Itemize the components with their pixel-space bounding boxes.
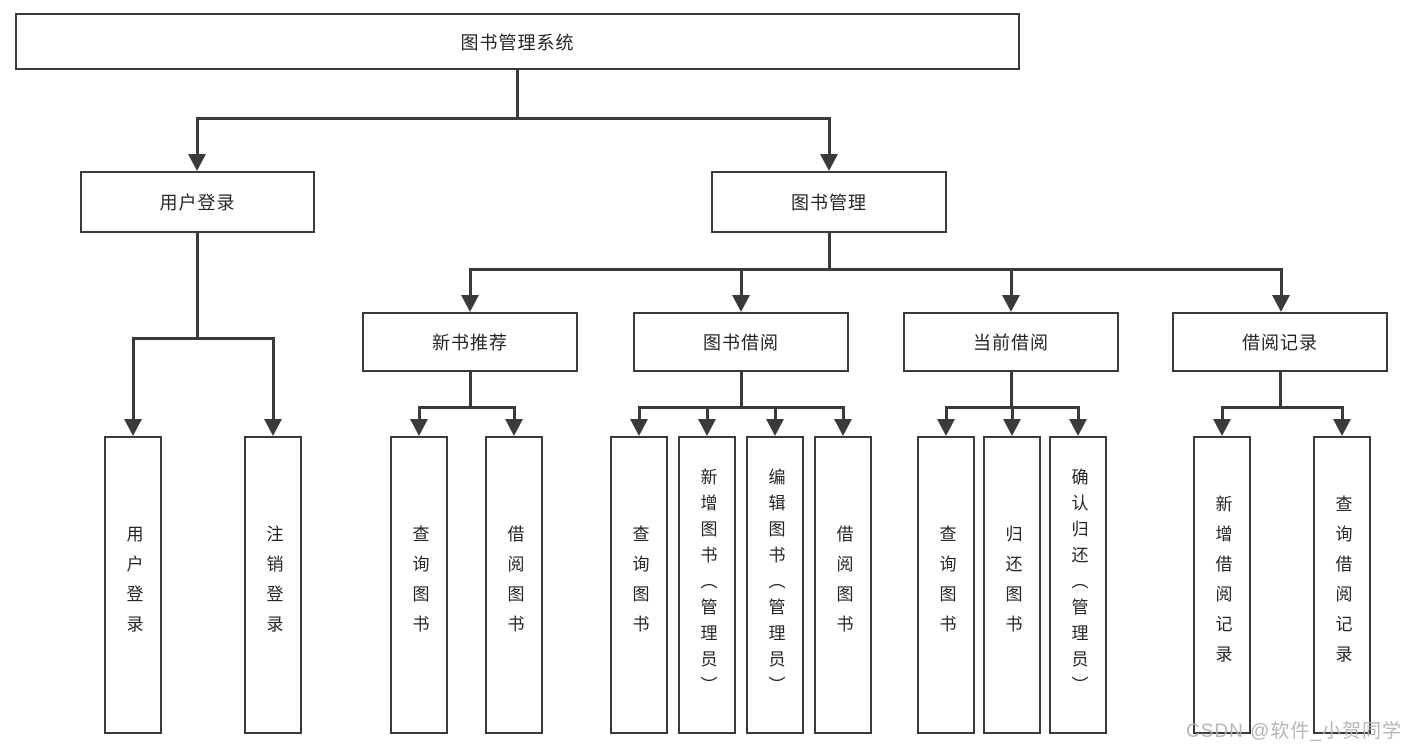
- leaf-nbr-borrow-books: 借阅图书: [485, 436, 543, 734]
- node-root-label: 图书管理系统: [460, 32, 575, 53]
- node-book-management-label: 图书管理: [791, 193, 867, 213]
- node-root: 图书管理系统: [15, 13, 1020, 70]
- leaf-bb-edit-books-admin-label: 编辑图书（管理员）: [765, 468, 785, 702]
- arrow-down-icon: [1333, 419, 1351, 436]
- arrow-down-icon: [1069, 419, 1087, 436]
- connector-bookmgmt-branch: [469, 268, 1283, 271]
- arrow-down-icon: [1003, 419, 1021, 436]
- leaf-cb-confirm-return-admin: 确认归还（管理员）: [1049, 436, 1107, 734]
- leaf-bb-add-books-admin: 新增图书（管理员）: [678, 436, 736, 734]
- arrow-down-icon: [766, 419, 784, 436]
- leaf-bb-borrow-books: 借阅图书: [814, 436, 872, 734]
- node-user-login-label: 用户登录: [159, 193, 236, 213]
- connector-arrow-stem: [1280, 268, 1283, 296]
- arrow-down-icon: [820, 154, 838, 171]
- connector-nbr-stem: [469, 372, 472, 406]
- arrow-down-icon: [1002, 295, 1020, 312]
- leaf-br-add-record-label: 新增借阅记录: [1212, 495, 1232, 675]
- connector-arrow-stem: [638, 406, 641, 420]
- connector-nbr-branch: [418, 406, 516, 409]
- node-borrowing-records-label: 借阅记录: [1242, 333, 1318, 353]
- connector-arrow-stem: [740, 268, 743, 296]
- connector-arrow-stem: [706, 406, 709, 420]
- arrow-down-icon: [630, 419, 648, 436]
- node-user-login: 用户登录: [80, 171, 315, 233]
- leaf-bb-add-books-admin-label: 新增图书（管理员）: [697, 468, 717, 702]
- connector-arrow-stem: [1010, 268, 1013, 296]
- leaf-logout: 注销登录: [244, 436, 302, 734]
- leaf-br-query-record-label: 查询借阅记录: [1332, 495, 1352, 675]
- connector-arrow-stem: [196, 117, 199, 155]
- connector-root-branch: [196, 117, 830, 120]
- leaf-bb-query-books-label: 查询图书: [629, 525, 649, 645]
- connector-arrow-stem: [272, 337, 275, 420]
- connector-userlogin-branch: [132, 337, 275, 340]
- leaf-logout-label: 注销登录: [263, 525, 283, 645]
- leaf-cb-query-books-label: 查询图书: [936, 525, 956, 645]
- connector-bb-branch: [638, 406, 845, 409]
- connector-arrow-stem: [1077, 406, 1080, 420]
- leaf-bb-edit-books-admin: 编辑图书（管理员）: [746, 436, 804, 734]
- node-new-book-recommend-label: 新书推荐: [432, 333, 508, 353]
- connector-arrow-stem: [469, 268, 472, 296]
- arrow-down-icon: [124, 419, 142, 436]
- leaf-nbr-query-books-label: 查询图书: [409, 525, 429, 645]
- leaf-br-add-record: 新增借阅记录: [1193, 436, 1251, 734]
- leaf-cb-confirm-return-admin-label: 确认归还（管理员）: [1068, 468, 1088, 702]
- leaf-cb-query-books: 查询图书: [917, 436, 975, 734]
- node-new-book-recommend: 新书推荐: [362, 312, 578, 372]
- csdn-watermark: CSDN @软件_小贺同学: [1186, 721, 1402, 742]
- leaf-bb-borrow-books-label: 借阅图书: [833, 525, 853, 645]
- arrow-down-icon: [834, 419, 852, 436]
- leaf-br-query-record: 查询借阅记录: [1313, 436, 1371, 734]
- connector-bookmgmt-stem: [828, 233, 831, 268]
- node-current-borrowing-label: 当前借阅: [973, 333, 1049, 353]
- arrow-down-icon: [937, 419, 955, 436]
- leaf-nbr-borrow-books-label: 借阅图书: [504, 525, 524, 645]
- leaf-nbr-query-books: 查询图书: [390, 436, 448, 734]
- connector-arrow-stem: [418, 406, 421, 420]
- leaf-bb-query-books: 查询图书: [610, 436, 668, 734]
- connector-root-stem: [516, 70, 519, 117]
- leaf-cb-return-books: 归还图书: [983, 436, 1041, 734]
- connector-arrow-stem: [132, 337, 135, 420]
- arrow-down-icon: [410, 419, 428, 436]
- arrow-down-icon: [732, 295, 750, 312]
- arrow-down-icon: [1272, 295, 1290, 312]
- connector-arrow-stem: [513, 406, 516, 420]
- arrow-down-icon: [264, 419, 282, 436]
- arrow-down-icon: [461, 295, 479, 312]
- arrow-down-icon: [188, 154, 206, 171]
- connector-arrow-stem: [1011, 406, 1014, 420]
- connector-cb-stem: [1010, 372, 1013, 406]
- connector-arrow-stem: [945, 406, 948, 420]
- arrow-down-icon: [1213, 419, 1231, 436]
- connector-userlogin-stem: [196, 233, 199, 337]
- connector-br-branch: [1221, 406, 1344, 409]
- arrow-down-icon: [505, 419, 523, 436]
- node-current-borrowing: 当前借阅: [903, 312, 1119, 372]
- connector-arrow-stem: [842, 406, 845, 420]
- node-borrowing-records: 借阅记录: [1172, 312, 1388, 372]
- node-book-borrowing: 图书借阅: [633, 312, 849, 372]
- arrow-down-icon: [698, 419, 716, 436]
- connector-arrow-stem: [1221, 406, 1224, 420]
- connector-arrow-stem: [828, 117, 831, 155]
- leaf-user-login: 用户登录: [104, 436, 162, 734]
- leaf-cb-return-books-label: 归还图书: [1002, 525, 1022, 645]
- node-book-management: 图书管理: [711, 171, 947, 233]
- leaf-user-login-label: 用户登录: [123, 525, 143, 645]
- connector-br-stem: [1279, 372, 1282, 406]
- connector-arrow-stem: [1341, 406, 1344, 420]
- connector-arrow-stem: [774, 406, 777, 420]
- node-book-borrowing-label: 图书借阅: [703, 333, 779, 353]
- connector-bb-stem: [740, 372, 743, 406]
